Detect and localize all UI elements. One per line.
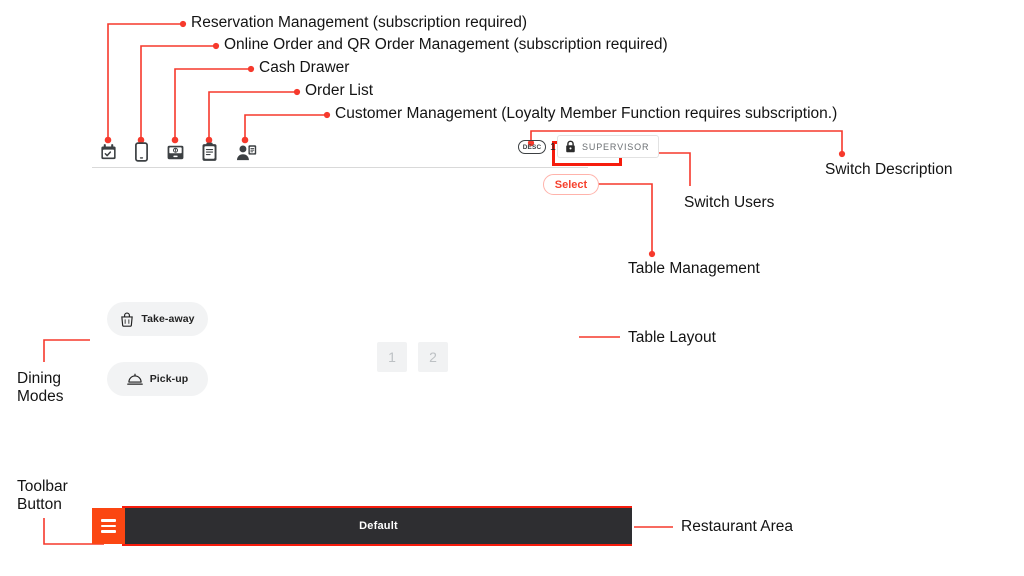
hamburger-icon[interactable] (92, 508, 125, 544)
toolbar-icon-row (92, 140, 588, 170)
calendar-check-icon[interactable] (97, 140, 119, 164)
dining-modes-panel: Take-away Pick-up (92, 202, 236, 476)
lock-icon (565, 140, 576, 153)
table-tile-2[interactable]: 2 (418, 342, 448, 372)
pick-up-button[interactable]: Pick-up (107, 362, 208, 396)
pos-app-surface: DESC 1 SUPERVISOR Select (92, 132, 660, 544)
description-badge[interactable]: DESC 1 (518, 140, 556, 154)
table-tiles: 1 2 (377, 342, 448, 372)
cash-drawer-icon[interactable] (164, 140, 186, 164)
callout-switch-users: Switch Users (684, 194, 775, 211)
customer-card-icon[interactable] (234, 140, 258, 164)
take-away-button[interactable]: Take-away (107, 302, 208, 336)
callout-toolbar-button: Toolbar Button (17, 478, 68, 513)
select-button[interactable]: Select (543, 174, 599, 195)
callout-reservation-management: Reservation Management (subscription req… (191, 14, 527, 31)
table-tile-1[interactable]: 1 (377, 342, 407, 372)
description-count: 1 (550, 140, 556, 153)
callout-switch-description: Switch Description (825, 161, 953, 178)
bottom-bar: Default (92, 508, 632, 544)
clipboard-list-icon[interactable] (198, 140, 220, 164)
shopping-bag-icon (120, 311, 134, 327)
callout-table-layout: Table Layout (628, 329, 716, 346)
callout-order-list: Order List (305, 82, 374, 99)
supervisor-label: SUPERVISOR (582, 141, 650, 152)
mobile-phone-icon[interactable] (130, 140, 152, 164)
toolbar-separator (92, 167, 588, 168)
callout-restaurant-area: Restaurant Area (681, 518, 794, 535)
food-cloche-icon (126, 372, 143, 386)
table-layout-panel: 1 2 (297, 202, 575, 476)
callout-cash-drawer: Cash Drawer (259, 59, 350, 76)
callout-dining-modes: Dining Modes (17, 370, 64, 405)
supervisor-button[interactable]: SUPERVISOR (557, 135, 660, 158)
callout-customer-management: Customer Management (Loyalty Member Func… (335, 105, 838, 122)
pick-up-label: Pick-up (149, 373, 189, 385)
desc-oval-icon: DESC (518, 140, 546, 154)
callout-table-management: Table Management (628, 260, 760, 277)
callout-online-order-management: Online Order and QR Order Management (su… (224, 36, 668, 53)
take-away-label: Take-away (141, 313, 195, 325)
restaurant-area-tab[interactable]: Default (125, 508, 632, 544)
